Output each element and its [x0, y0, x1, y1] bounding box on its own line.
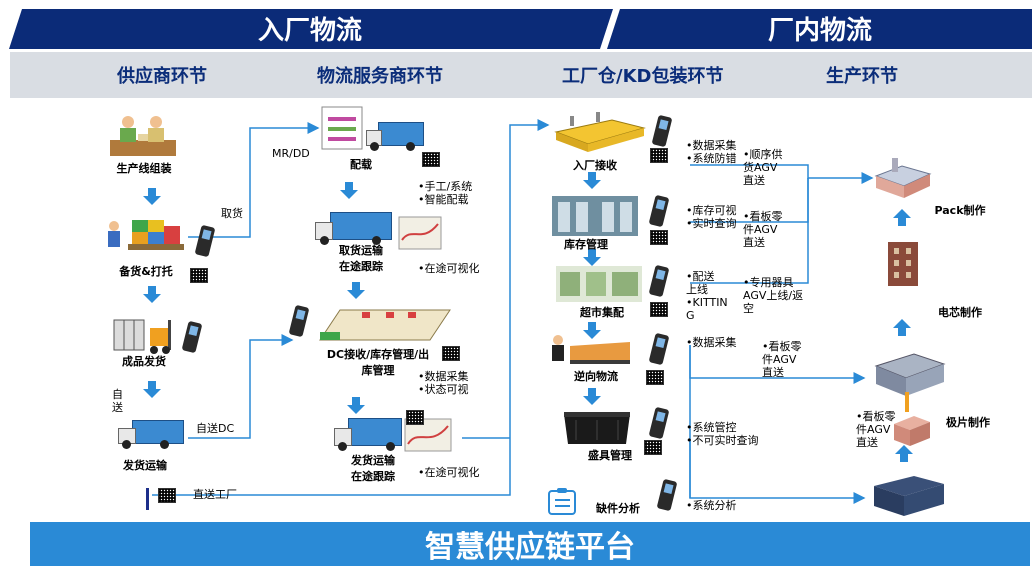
qr-code-icon	[442, 346, 460, 361]
notes-electrode-agv: •看板零 件AGV 直送	[856, 410, 896, 449]
label-electrode: 极片制作	[946, 416, 990, 429]
banner-inplant: 厂内物流	[767, 15, 872, 46]
checklist-icon	[548, 488, 576, 515]
pallet-stack-icon	[108, 220, 184, 250]
notes-market: •配送 上线 •KITTIN G	[686, 270, 728, 322]
label-shortage: 缺件分析	[596, 502, 640, 515]
qr-code-icon	[158, 488, 176, 503]
qr-code-icon	[406, 410, 424, 425]
container-crate-icon	[564, 412, 630, 444]
label-self-send: 自 送	[112, 388, 123, 414]
label-inventory: 库存管理	[564, 238, 608, 251]
forklift-icon	[113, 319, 171, 354]
notes-shortage: •系统分析	[686, 499, 737, 512]
notes-dc: •数据采集 •状态可视	[418, 370, 469, 396]
label-stocking: 备货&打托	[119, 265, 173, 278]
label-ship-track: 发货运输 在途跟踪	[351, 454, 395, 483]
qr-code-icon	[650, 148, 668, 163]
qr-code-icon	[646, 370, 664, 385]
platform-banner: 智慧供应链平台	[30, 522, 1030, 566]
pack-factory-icon	[874, 158, 932, 198]
section-production: 生产环节	[826, 66, 898, 87]
supermarket-icon	[556, 266, 642, 302]
label-reverse: 逆向物流	[574, 370, 618, 383]
section-logistics-provider: 物流服务商环节	[317, 66, 443, 87]
label-receive: 入厂接收	[573, 159, 617, 172]
small-factory-icon	[894, 416, 930, 446]
label-mrdd: MR/DD	[272, 147, 310, 160]
assembly-workers-icon	[110, 116, 176, 156]
notes-loading: •手工/系统 •智能配载	[418, 180, 473, 206]
cell-plant-icon	[888, 242, 918, 286]
label-self-dc: 自送DC	[196, 422, 235, 435]
label-pack: Pack制作	[934, 204, 986, 217]
notes-container: •系统管控 •不可实时查询	[686, 421, 759, 447]
notes-market-agv: •专用器具 AGV上线/返 空	[743, 276, 804, 315]
map-icon	[398, 216, 442, 250]
section-factory-warehouse: 工厂仓/KD包装环节	[562, 66, 724, 87]
label-direct-factory: 直送工厂	[193, 488, 237, 501]
section-supplier: 供应商环节	[117, 66, 207, 87]
label-dc: DC接收/库存管理/出 库管理	[326, 348, 430, 377]
distribution-center-icon	[319, 309, 451, 341]
notes-inventory-agv: •看板零 件AGV 直送	[743, 210, 783, 249]
notes-pickup-visual: •在途可视化	[418, 262, 480, 275]
label-assembly: 生产线组装	[116, 162, 172, 175]
base-factory-icon	[874, 476, 944, 516]
qr-code-icon	[644, 440, 662, 455]
qr-code-icon	[422, 152, 440, 167]
document-icon	[321, 106, 363, 150]
label-pickup-track: 取货运输 在途跟踪	[339, 244, 383, 273]
banner-inbound: 入厂物流	[257, 15, 362, 46]
electrode-factory-icon	[874, 353, 946, 396]
label-dispatch: 成品发货	[122, 355, 166, 368]
label-container: 盛具管理	[588, 449, 632, 462]
label-loading: 配载	[350, 158, 372, 171]
qr-code-icon	[650, 302, 668, 317]
notes-receive: •数据采集 •系统防错	[686, 139, 737, 165]
orange-link	[905, 392, 909, 412]
label-shipping: 发货运输	[123, 459, 167, 472]
notes-ship-visual: •在途可视化	[418, 466, 480, 479]
header-banners	[9, 9, 1032, 49]
reverse-logistics-icon	[552, 335, 630, 364]
section-header-bar	[10, 52, 1032, 98]
notes-inventory: •库存可视 •实时查询	[686, 204, 737, 230]
label-market: 超市集配	[580, 306, 624, 319]
factory-building-icon	[554, 112, 646, 152]
label-pickup: 取货	[221, 207, 243, 220]
qr-code-icon	[190, 268, 208, 283]
notes-receive-agv: •顺序供 货AGV 直送	[743, 148, 783, 187]
notes-reverse: •数据采集	[686, 336, 737, 349]
label-cell: 电芯制作	[938, 306, 982, 319]
qr-code-icon	[650, 230, 668, 245]
warehouse-shelves-icon	[552, 196, 638, 236]
direct-marker	[146, 488, 149, 510]
notes-reverse-agv: •看板零 件AGV 直送	[762, 340, 802, 379]
